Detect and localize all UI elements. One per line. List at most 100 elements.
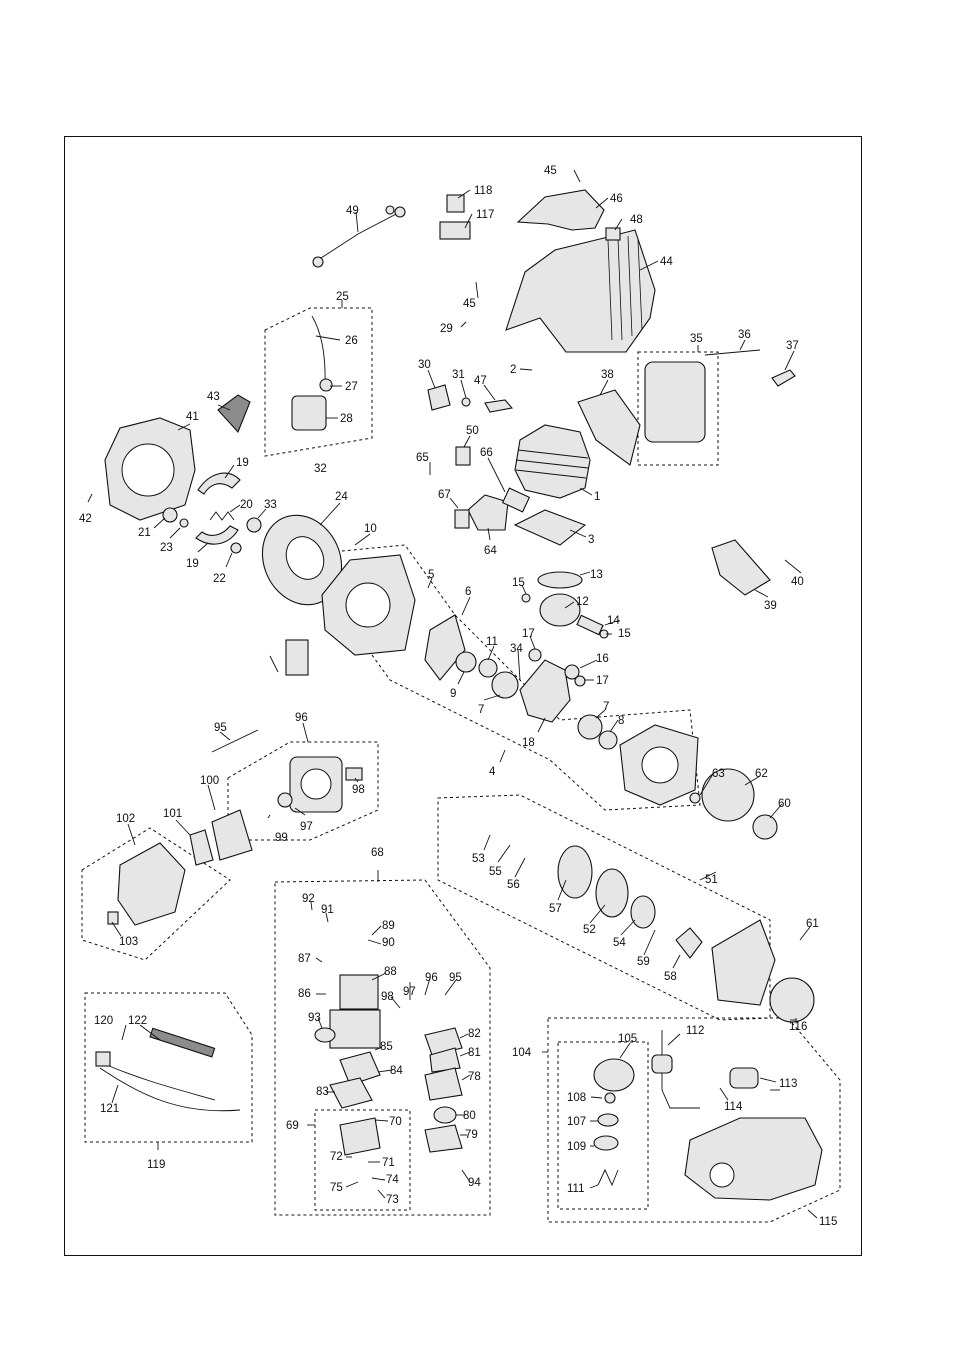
throttle-100	[345, 767, 363, 781]
callout-10: 10	[364, 523, 377, 535]
callout-94: 96	[425, 972, 438, 984]
muffler-35	[644, 361, 706, 443]
connector-122	[95, 1051, 111, 1067]
cylinder-1	[514, 424, 591, 499]
callout-51: 51	[705, 874, 718, 886]
callout-89: 91	[321, 904, 334, 916]
callout-49: 49	[346, 205, 359, 217]
callout-111: 108	[567, 1092, 586, 1104]
callout-118: 116	[789, 1021, 807, 1033]
insulator-64	[467, 494, 509, 531]
leader-lines	[87, 169, 818, 1219]
callout-122: 120	[94, 1015, 113, 1027]
gasket-103	[189, 829, 214, 866]
cylinder-cover-44	[505, 229, 656, 353]
callout-2: 2	[510, 364, 516, 376]
callout-120: 118	[474, 185, 492, 197]
callout-18: 18	[522, 737, 535, 749]
ring-11	[478, 658, 498, 678]
label-119	[439, 221, 471, 240]
callout-101: 99	[275, 832, 288, 844]
callout-82: 84	[390, 1065, 403, 1077]
spark-plug-cap-30	[427, 384, 451, 411]
terminal-49c	[385, 205, 395, 215]
callout-24: 24	[335, 491, 348, 503]
callout-39: 39	[764, 600, 777, 612]
washer-22	[230, 542, 242, 554]
spark-cap-48	[605, 227, 621, 241]
callout-91: 93	[308, 1012, 321, 1024]
callout-31: 31	[452, 369, 465, 381]
fuel-cap-108	[593, 1058, 635, 1092]
gasket-6	[424, 614, 466, 681]
bracket-43	[217, 394, 251, 434]
callout-17b: 17	[596, 675, 609, 687]
fuel-tank-107	[684, 1117, 823, 1201]
callout-50: 50	[466, 425, 479, 437]
callout-12: 12	[576, 596, 589, 608]
callout-107: 104	[512, 1047, 532, 1059]
callout-55: 55	[489, 866, 502, 878]
washer-21	[162, 507, 178, 523]
metering-body	[339, 1117, 381, 1156]
plate-50	[455, 446, 471, 466]
reel-52	[595, 868, 629, 918]
callout-103: 101	[163, 808, 182, 820]
callout-71: 71	[382, 1157, 395, 1169]
bolt-37	[771, 369, 796, 387]
group-68-carburetor	[274, 879, 491, 1216]
bracket-39	[711, 539, 771, 596]
group-121-wiring	[84, 992, 253, 1143]
callout-15a: 15	[512, 577, 525, 589]
callout-73: 73	[386, 1194, 399, 1206]
air-cleaner-104	[117, 842, 186, 926]
callout-65: 65	[416, 452, 429, 464]
callout-59: 59	[637, 956, 650, 968]
label-120	[446, 194, 465, 213]
clutch-shoe-19b	[195, 525, 239, 545]
callout-75: 75	[330, 1182, 343, 1194]
starter-case-51	[711, 919, 776, 1006]
callout-4: 4	[489, 766, 496, 778]
callout-116: 114	[724, 1101, 743, 1113]
callout-92: 94	[468, 1177, 481, 1189]
bearing-17a	[528, 648, 542, 662]
bearing-7a	[491, 671, 519, 699]
cover-77	[424, 1124, 463, 1153]
callout-56: 56	[507, 879, 520, 891]
cover-fins	[607, 235, 643, 341]
spark-plug-47	[484, 399, 514, 413]
callout-54: 54	[613, 937, 626, 949]
lead-wire-49	[317, 211, 401, 261]
callout-70: 70	[389, 1116, 402, 1128]
callout-113: 111	[567, 1183, 584, 1195]
callout-19b: 19	[186, 558, 199, 570]
knob-105	[107, 911, 119, 925]
carburetor-body-86	[339, 974, 379, 1010]
callout-76: 78	[468, 1071, 481, 1083]
cover-76	[424, 1067, 463, 1101]
carburetor-body	[329, 1009, 381, 1049]
callout-60: 60	[778, 798, 791, 810]
callout-46: 46	[610, 193, 623, 205]
callout-61: 61	[806, 918, 819, 930]
callout-90: 92	[302, 893, 315, 905]
bearing-7b	[577, 714, 603, 740]
callout-19a: 19	[236, 457, 249, 469]
callout-17a: 17	[522, 628, 535, 640]
callout-105: 103	[119, 936, 138, 948]
callout-98: 96	[295, 712, 308, 724]
choke-99	[277, 792, 293, 808]
callout-47: 47	[474, 375, 487, 387]
callout-62: 62	[755, 768, 768, 780]
callout-87: 89	[382, 920, 395, 932]
grommet-114	[651, 1054, 673, 1074]
gasket-67	[454, 509, 470, 529]
clip-15a	[521, 593, 531, 603]
callout-88: 90	[382, 937, 395, 949]
callout-45b: 45	[463, 298, 476, 310]
terminal-49b	[394, 206, 406, 218]
callout-108: 105	[618, 1033, 637, 1045]
callout-34: 34	[510, 643, 523, 655]
callout-22: 22	[213, 573, 226, 585]
